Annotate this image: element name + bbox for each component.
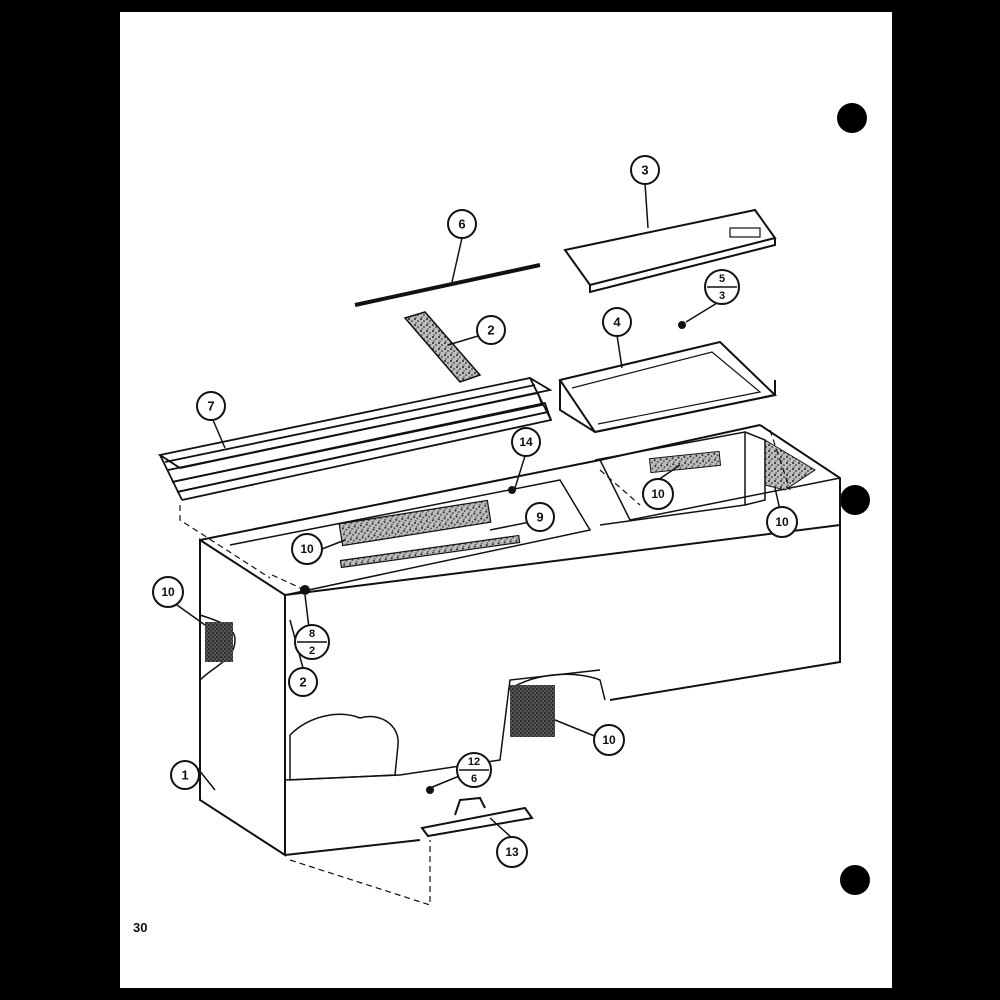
insulation-right-corner xyxy=(764,439,816,491)
callout-2-lower: 2 xyxy=(299,675,306,690)
filter-strip xyxy=(403,311,482,383)
callout-5-over-3-top: 5 xyxy=(719,273,725,285)
insulation-top-panel xyxy=(338,499,492,547)
fraction-dividers xyxy=(297,286,737,771)
grille xyxy=(157,377,553,501)
callout-3: 3 xyxy=(641,163,648,178)
screw-bottom-plate xyxy=(426,786,434,794)
binder-hole-middle xyxy=(840,485,870,515)
callout-10-top: 10 xyxy=(300,542,314,556)
insulation-front-center xyxy=(510,685,555,737)
callout-10-right-corner: 10 xyxy=(775,515,789,529)
screw-upper-right xyxy=(678,321,686,329)
callout-7: 7 xyxy=(207,399,214,414)
callout-13: 13 xyxy=(505,845,519,859)
rod xyxy=(354,263,541,307)
callout-10-front: 10 xyxy=(602,733,616,747)
callout-1: 1 xyxy=(181,768,188,783)
callout-14: 14 xyxy=(519,435,533,449)
screw-center-top xyxy=(508,486,516,494)
cover-panel xyxy=(563,208,777,294)
callout-4: 4 xyxy=(613,315,621,330)
right-compartment xyxy=(594,431,766,526)
callout-6: 6 xyxy=(458,217,465,232)
insulation-left-side xyxy=(205,622,233,662)
assembly-guides xyxy=(179,429,791,906)
callout-9: 9 xyxy=(536,510,543,525)
callout-8-over-2-top: 8 xyxy=(309,628,315,640)
page-number: 30 xyxy=(133,920,148,935)
tray xyxy=(558,340,778,434)
callout-10-left: 10 xyxy=(161,585,175,599)
callout-10-right-box: 10 xyxy=(651,487,665,501)
screw-top-left xyxy=(300,585,310,595)
cabinet-bottom-cutout xyxy=(289,713,399,781)
seal-strip xyxy=(339,534,521,569)
callout-12-over-6-top: 12 xyxy=(468,756,480,768)
callout-8-over-2-bottom: 2 xyxy=(309,645,315,657)
cabinet-left-cutout xyxy=(199,614,236,681)
callout-12-over-6-bottom: 6 xyxy=(471,773,477,785)
callout-2-upper: 2 xyxy=(487,323,494,338)
cabinet-center-cutout xyxy=(507,673,606,701)
bottom-plate xyxy=(420,796,534,838)
binder-hole-top xyxy=(837,103,867,133)
insulation-right-box xyxy=(648,450,722,474)
binder-hole-bottom xyxy=(840,865,870,895)
callout-5-over-3-bottom: 3 xyxy=(719,290,725,302)
